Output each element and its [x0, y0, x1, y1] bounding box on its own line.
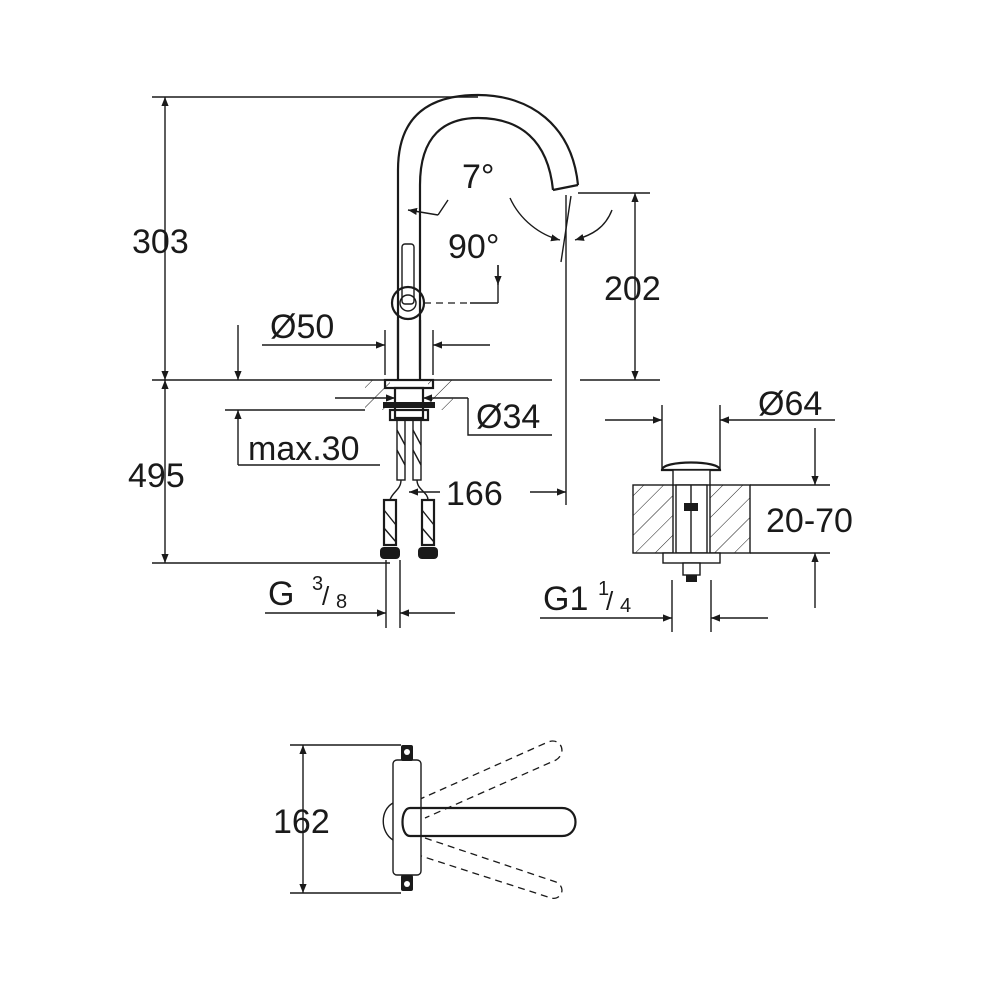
dim-166-label: 166 — [446, 475, 503, 513]
dim-303-label: 303 — [132, 223, 189, 261]
dim-d50: Ø50 — [262, 308, 490, 375]
spout-outer — [396, 93, 580, 370]
spout-inner — [418, 116, 555, 370]
dim-7deg-label: 7° — [462, 158, 495, 196]
dim-20-70-label: 20-70 — [766, 502, 853, 540]
dim-g38-den: 8 — [336, 591, 347, 613]
svg-text:/: / — [322, 581, 330, 611]
svg-text:/: / — [606, 586, 614, 616]
dim-g38-label: G — [268, 575, 294, 613]
dim-max30: max.30 — [225, 325, 380, 468]
dim-d64: Ø64 — [605, 385, 835, 468]
dim-303: 303 — [132, 96, 478, 380]
dim-495-label: 495 — [128, 457, 185, 495]
dim-d50-label: Ø50 — [270, 308, 334, 346]
dim-d64-label: Ø64 — [758, 385, 822, 423]
dim-g114-den: 4 — [620, 595, 631, 617]
dim-g114-num: 1 — [598, 578, 609, 600]
dim-166: 166 — [409, 262, 567, 513]
lever-handle — [401, 243, 415, 305]
faucet-top-view — [382, 740, 577, 899]
dim-g114-label: G1 — [543, 580, 588, 618]
dim-202-label: 202 — [604, 270, 661, 308]
supply-hoses — [380, 419, 438, 559]
top-body — [392, 759, 422, 876]
dim-162: 162 — [273, 744, 401, 894]
dim-7deg: 7° — [462, 158, 613, 263]
dim-g114: G1 1 / 4 — [540, 578, 768, 632]
dim-d34: Ø34 — [335, 394, 552, 436]
dim-162-label: 162 — [273, 803, 330, 841]
handle-ghost-up — [417, 740, 563, 819]
spout-tip — [552, 183, 579, 192]
faucet-side-view — [365, 93, 580, 559]
waste-side-view — [632, 461, 751, 582]
waste-plug-cap — [660, 461, 722, 472]
dim-d34-label: Ø34 — [476, 398, 540, 436]
waste-deck-right — [709, 484, 751, 554]
dim-g38-num: 3 — [312, 573, 323, 595]
dim-495: 495 — [128, 380, 390, 564]
dim-g38: G 3 / 8 — [265, 560, 455, 628]
dim-90deg-label: 90° — [448, 228, 499, 266]
dim-202: 202 — [578, 192, 661, 380]
handle-ghost-down — [417, 837, 563, 899]
mounting-base — [383, 378, 435, 390]
dim-20-70: 20-70 — [750, 428, 853, 608]
top-handle — [401, 806, 577, 838]
waste-deck-left — [632, 484, 674, 554]
dim-90deg: 90° — [407, 199, 502, 304]
dim-max30-label: max.30 — [248, 430, 360, 468]
